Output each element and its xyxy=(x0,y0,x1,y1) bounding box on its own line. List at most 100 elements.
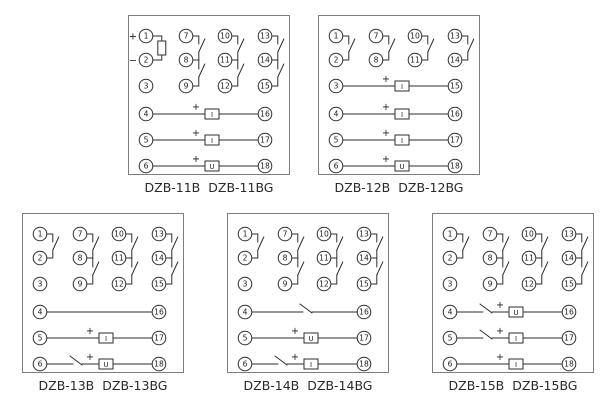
contact-blade xyxy=(297,236,305,251)
terminal-4: 4 xyxy=(328,106,344,122)
contact-10-11 xyxy=(231,35,239,45)
polarity-sign: + xyxy=(129,32,137,43)
terminal-8: 8 xyxy=(482,250,498,266)
plus-sign: + xyxy=(192,128,200,139)
contact-lead xyxy=(86,249,94,259)
contact-blade xyxy=(69,355,83,366)
contact-11-12 xyxy=(125,257,133,268)
coil-label: I xyxy=(105,335,107,343)
model-name-g: DZB-14BG xyxy=(307,378,373,393)
terminal-2: 2 xyxy=(442,250,458,266)
coil-label: I xyxy=(515,361,517,369)
holding-coil xyxy=(204,108,220,120)
operating-coil-lead xyxy=(152,54,163,61)
contact-blade xyxy=(237,63,245,78)
contact-blade xyxy=(274,355,288,366)
terminal-2: 2 xyxy=(328,52,344,68)
coil-label: I xyxy=(310,361,312,369)
svg-text:9: 9 xyxy=(78,280,83,289)
terminal-1: 1 xyxy=(442,226,458,242)
terminal-2: 2 xyxy=(237,250,253,266)
contact-blade xyxy=(502,261,510,276)
svg-text:6: 6 xyxy=(38,360,43,369)
terminal-3: 3 xyxy=(138,78,154,94)
terminal-11: 11 xyxy=(316,250,332,266)
terminal-7: 7 xyxy=(72,226,88,242)
contact-13-14 xyxy=(370,233,378,243)
terminal-15: 15 xyxy=(257,78,273,94)
svg-text:7: 7 xyxy=(78,230,83,239)
svg-text:2: 2 xyxy=(334,56,339,65)
contact-14-15 xyxy=(271,59,279,70)
svg-text:3: 3 xyxy=(334,82,339,91)
svg-text:17: 17 xyxy=(154,334,164,343)
diagram-frame xyxy=(22,213,184,373)
svg-text:13: 13 xyxy=(260,32,270,41)
contact-11-12 xyxy=(231,59,239,70)
contact-14-15 xyxy=(575,257,583,268)
holding-coil xyxy=(394,108,410,120)
terminal-5: 5 xyxy=(328,132,344,148)
contact-7-8 xyxy=(382,35,390,45)
terminal-11: 11 xyxy=(407,52,423,68)
coil-label: I xyxy=(401,83,403,91)
terminal-17: 17 xyxy=(356,330,372,346)
contact-lead xyxy=(370,274,378,285)
contact-7-8 xyxy=(86,233,94,243)
operating-coil-lead xyxy=(152,35,163,42)
svg-text:15: 15 xyxy=(260,82,270,91)
svg-text:12: 12 xyxy=(319,280,329,289)
svg-text:14: 14 xyxy=(450,56,460,65)
svg-text:7: 7 xyxy=(374,32,379,41)
contact-blade xyxy=(257,236,265,251)
svg-text:1: 1 xyxy=(334,32,339,41)
terminal-13: 13 xyxy=(561,226,577,242)
contact-lead xyxy=(575,274,583,285)
contact-lead xyxy=(291,274,299,285)
plus-sign: + xyxy=(86,352,94,363)
svg-text:8: 8 xyxy=(184,56,189,65)
terminal-9: 9 xyxy=(277,276,293,292)
svg-text:9: 9 xyxy=(184,82,189,91)
plus-sign: + xyxy=(192,102,200,113)
contact-blade xyxy=(348,38,356,53)
contact-blade xyxy=(198,63,206,78)
terminal-8: 8 xyxy=(178,52,194,68)
terminal-13: 13 xyxy=(356,226,372,242)
svg-text:4: 4 xyxy=(38,308,43,317)
contact-13-14 xyxy=(575,233,583,243)
plus-sign: + xyxy=(496,326,504,337)
contact-lead xyxy=(456,249,464,259)
svg-text:13: 13 xyxy=(359,230,369,239)
terminal-6: 6 xyxy=(32,356,48,372)
contact-8-9 xyxy=(496,257,504,268)
terminal-9: 9 xyxy=(482,276,498,292)
svg-text:18: 18 xyxy=(154,360,164,369)
terminal-12: 12 xyxy=(217,78,233,94)
svg-text:4: 4 xyxy=(144,110,149,119)
coil-label: U xyxy=(209,163,214,171)
svg-text:2: 2 xyxy=(144,56,149,65)
polarity-sign: − xyxy=(129,56,137,67)
contact-lead xyxy=(271,51,279,61)
contact-lead xyxy=(86,274,94,285)
svg-text:8: 8 xyxy=(488,254,493,263)
terminal-4: 4 xyxy=(138,106,154,122)
holding-coil xyxy=(303,358,319,370)
terminal-12: 12 xyxy=(111,276,127,292)
diagram-frame xyxy=(128,15,290,175)
svg-text:7: 7 xyxy=(283,230,288,239)
svg-text:15: 15 xyxy=(450,82,460,91)
terminal-4: 4 xyxy=(442,304,458,320)
coil-label: U xyxy=(308,335,313,343)
contact-blade xyxy=(237,38,245,53)
model-name-g: DZB-15BG xyxy=(512,378,578,393)
model-name-g: DZB-12BG xyxy=(398,180,464,195)
contact-blade xyxy=(336,261,344,276)
svg-text:5: 5 xyxy=(243,334,248,343)
contact-blade xyxy=(198,38,206,53)
